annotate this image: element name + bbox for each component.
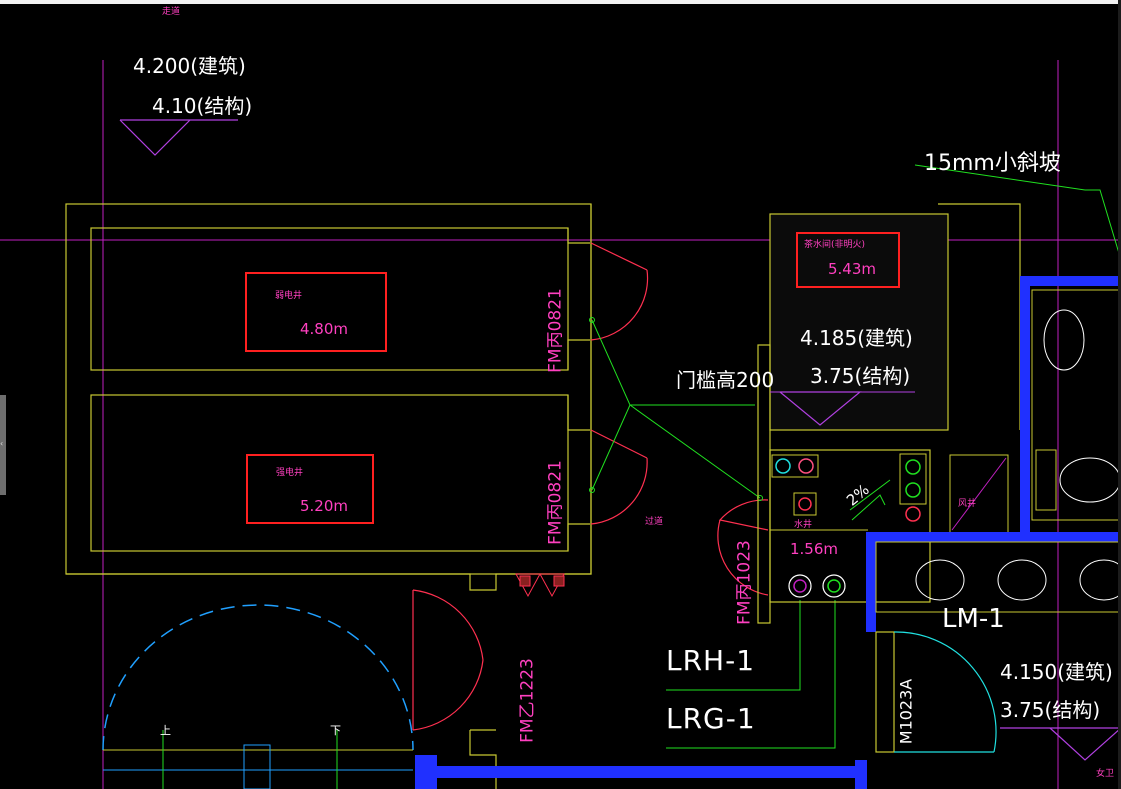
water-shaft-label: 水井: [794, 520, 813, 530]
side-panel-toggle[interactable]: ‹: [0, 395, 6, 495]
tea-room: [757, 203, 1021, 624]
chevron-left-icon: ‹: [0, 439, 4, 448]
window-top-strip: [0, 0, 1121, 4]
wind-shaft-label: 风井: [958, 499, 977, 509]
water-shaft-height: 1.56m: [790, 540, 839, 558]
door-label-upper: FM丙0821: [545, 288, 566, 373]
corridor-mid-label: 过道: [645, 517, 664, 527]
elevation-symbol-right: [1000, 727, 1121, 761]
elevation-struct-top: 4.10(结构): [152, 94, 253, 118]
door-label-1023: FM丙1023: [734, 540, 755, 625]
leader-lines: [589, 164, 1121, 749]
pipe-label-lrg: LRG-1: [666, 702, 756, 735]
highlight-weak-shaft: [245, 272, 387, 352]
door-label-lower: FM丙0821: [545, 460, 566, 545]
elevation-struct-mid: 3.75(结构): [810, 364, 911, 388]
door-label-m1023a: M1023A: [896, 678, 916, 745]
pipe-shaft: [769, 449, 1009, 603]
threshold-note: 门槛高200: [676, 368, 775, 392]
vent-hatches: [515, 573, 565, 598]
tea-room-height: 5.43m: [828, 260, 877, 278]
strong-shaft-height: 5.20m: [300, 497, 349, 515]
weak-shaft-name: 弱电井: [275, 291, 303, 301]
elevation-symbol-top: [119, 119, 238, 156]
elevation-arch-top: 4.200(建筑): [133, 54, 246, 78]
door-label-1223: FM乙1223: [517, 658, 538, 743]
weak-shaft-height: 4.80m: [300, 320, 349, 338]
sink-label: LM-1: [942, 604, 1005, 634]
pipe-label-lrh: LRH-1: [666, 644, 756, 677]
window-right-edge: [1118, 0, 1121, 789]
slope-note: 15mm小斜坡: [924, 151, 1061, 176]
highlight-tea-room: [796, 232, 900, 288]
stair-down-label: 下: [330, 724, 341, 737]
highlight-strong-shaft: [246, 454, 374, 524]
strong-shaft-name: 强电井: [276, 468, 304, 478]
stair-up-label: 上: [160, 724, 171, 737]
elevation-struct-right: 3.75(结构): [1000, 698, 1101, 722]
stair: [102, 604, 414, 789]
female-wc-label: 女卫: [1096, 769, 1115, 779]
elevation-arch-right: 4.150(建筑): [1000, 660, 1113, 684]
shaft-doors: [412, 242, 769, 731]
shaft-walls: [65, 203, 592, 789]
wc-fixtures: [875, 289, 1121, 613]
corridor-top-label: 走道: [162, 7, 181, 17]
elevation-arch-mid: 4.185(建筑): [800, 326, 913, 350]
tea-room-name: 茶水间(非明火): [804, 240, 866, 250]
wc-door: [875, 631, 997, 753]
blue-walls: [415, 276, 1121, 789]
